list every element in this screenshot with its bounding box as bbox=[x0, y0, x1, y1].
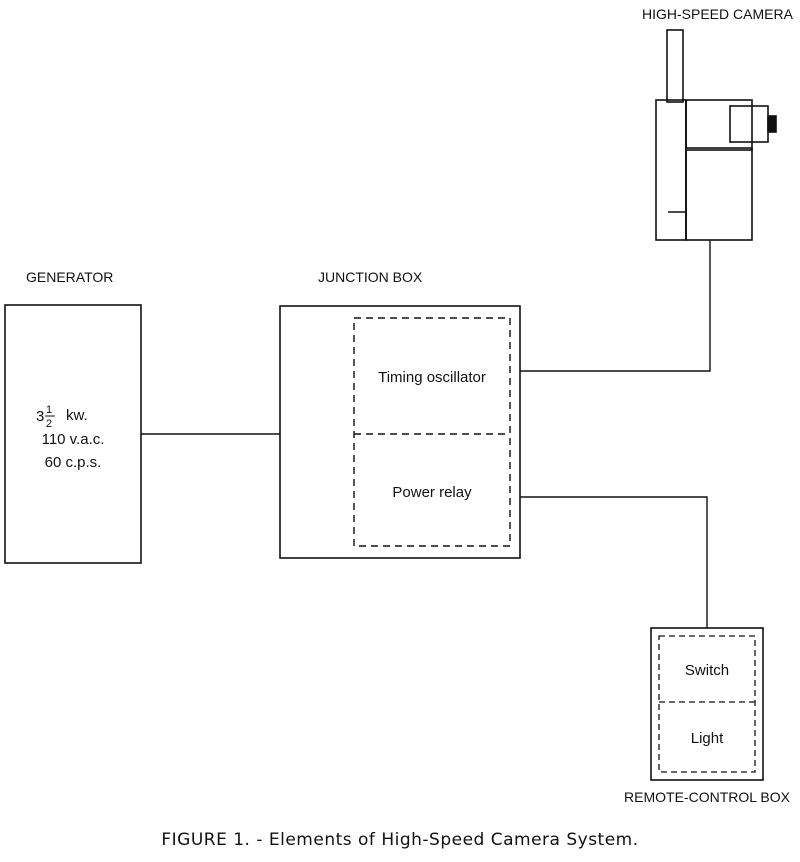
power-relay-label: Power relay bbox=[392, 484, 472, 501]
switch-label: Switch bbox=[685, 662, 729, 679]
power-fraction-denominator: 2 bbox=[46, 418, 52, 430]
junction-remote-wire bbox=[520, 496, 708, 628]
high-speed-camera-icon bbox=[655, 29, 777, 241]
junction-box-label: JUNCTION BOX bbox=[318, 269, 423, 285]
timing-oscillator-label: Timing oscillator bbox=[378, 369, 486, 386]
junction-box bbox=[279, 305, 521, 559]
generator-power-rating: 3 1 2 kw. bbox=[36, 404, 88, 430]
camera-label: HIGH-SPEED CAMERA bbox=[642, 6, 794, 22]
figure-caption: FIGURE 1. - Elements of High-Speed Camer… bbox=[161, 830, 638, 850]
remote-control-box bbox=[650, 627, 764, 781]
power-unit: kw. bbox=[66, 407, 88, 424]
light-label: Light bbox=[691, 730, 724, 747]
generator-voltage: 110 v.a.c. bbox=[42, 431, 105, 448]
junction-camera-wire bbox=[520, 240, 711, 372]
junction-inner-dashed-box bbox=[353, 317, 511, 547]
generator-frequency: 60 c.p.s. bbox=[45, 454, 102, 471]
remote-inner-dashed-box bbox=[658, 635, 756, 773]
generator-label: GENERATOR bbox=[26, 269, 113, 285]
remote-control-box-label: REMOTE-CONTROL BOX bbox=[624, 789, 791, 805]
power-fraction-numerator: 1 bbox=[46, 404, 52, 416]
power-whole: 3 bbox=[36, 408, 44, 425]
